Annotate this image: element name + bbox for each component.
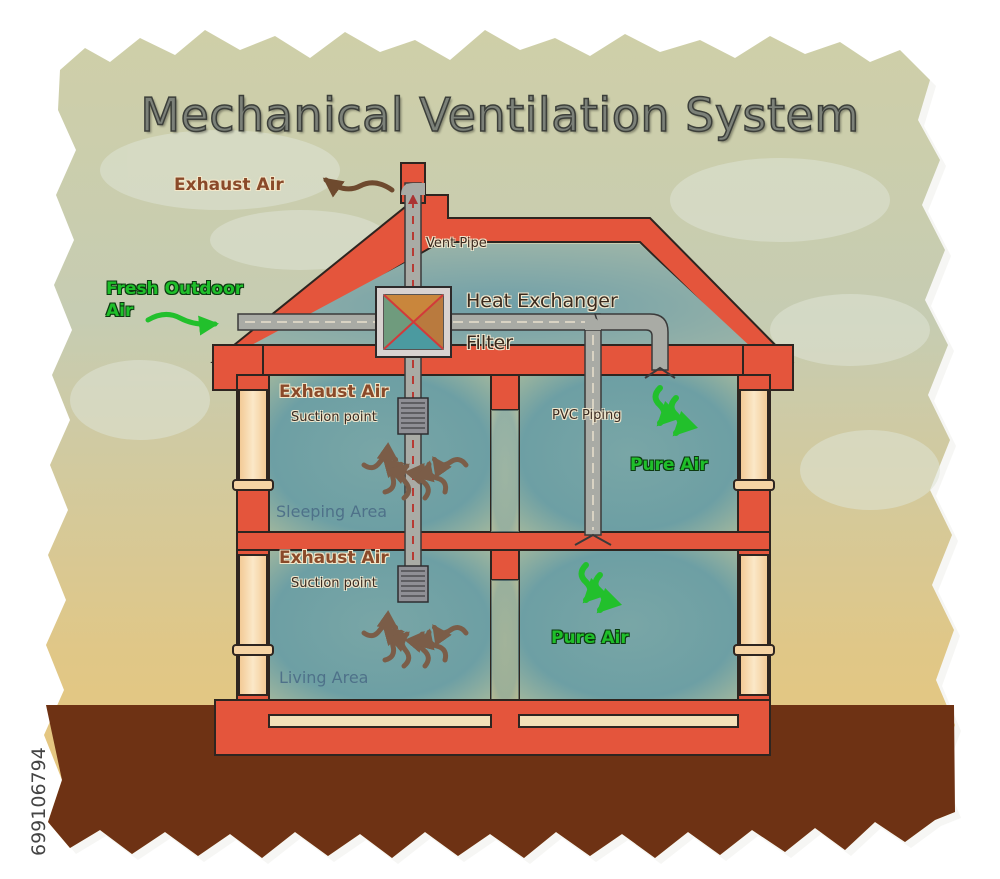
exhaust-air-arrow [322, 177, 395, 198]
pvc-piping-label: PVC Piping [552, 408, 622, 423]
pure-air-label-upper: Pure Air [630, 455, 708, 475]
lower-right-room [518, 549, 739, 701]
fresh-outdoor-line1: Fresh Outdoor [106, 279, 244, 299]
fresh-air-arrow [145, 312, 219, 336]
exhaust-air-label-lower: Exhaust Air [279, 548, 389, 568]
stock-id-watermark: 699106794 [6, 636, 50, 856]
suction-grille-upper [397, 397, 429, 435]
vent-pipe-label: Vent Pipe [426, 236, 487, 251]
filter-label: Filter [466, 332, 514, 354]
pure-air-label-lower: Pure Air [551, 628, 629, 648]
heat-exchanger-label: Heat Exchanger [466, 290, 618, 312]
stock-id-text: 699106794 [28, 747, 50, 856]
suction-grille-lower [397, 565, 429, 603]
diagram-title: Mechanical Ventilation System [140, 87, 860, 143]
sleeping-area-label: Sleeping Area [276, 502, 388, 521]
living-area-label: Living Area [279, 668, 369, 687]
fresh-outdoor-line2: Air [106, 301, 134, 321]
exhaust-air-label-upper: Exhaust Air [279, 382, 389, 402]
upper-right-room [518, 374, 739, 533]
suction-point-label-lower: Suction point [291, 576, 377, 591]
exhaust-air-label-top: Exhaust Air [174, 175, 284, 195]
clouds [70, 130, 940, 510]
suction-point-label-upper: Suction point [291, 410, 377, 425]
heat-exchanger [375, 286, 452, 358]
fresh-outdoor-air-label: Fresh Outdoor Air [106, 278, 243, 322]
upper-left-room [268, 374, 492, 533]
